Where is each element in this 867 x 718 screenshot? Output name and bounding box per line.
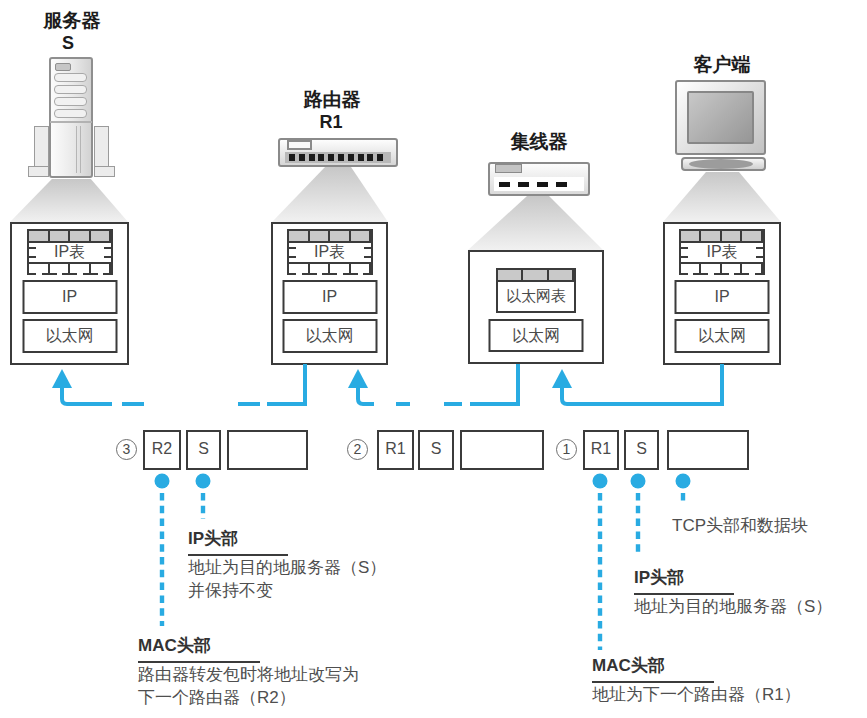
mac-header-left-title: MAC头部 bbox=[138, 634, 260, 663]
leader-dot-data1 bbox=[676, 474, 691, 489]
packet2-mac-field: R1 bbox=[377, 430, 414, 470]
flow-line-server bbox=[62, 387, 112, 404]
mac-header-right-text: 地址为下一个路由器（R1） bbox=[592, 683, 801, 706]
arrow-up-router bbox=[348, 369, 368, 388]
packet2-data-field bbox=[460, 430, 544, 470]
arrow-up-hub bbox=[552, 369, 572, 388]
ip-header-left-text: 地址为目的地服务器（S） 并保持不变 bbox=[188, 556, 386, 602]
packet2-step-number: 2 bbox=[347, 439, 368, 460]
arrow-up-server bbox=[52, 369, 72, 388]
packet1-ip-field: S bbox=[624, 430, 659, 470]
flow-line-router bbox=[358, 387, 374, 404]
packet3-step-number: 3 bbox=[116, 439, 137, 460]
packet3-ip-field: S bbox=[186, 430, 221, 470]
leader-dot-ip1 bbox=[631, 474, 646, 489]
ip-header-right-title: IP头部 bbox=[634, 566, 734, 595]
packet1-data-field bbox=[667, 430, 749, 470]
packet1-mac-field: R1 bbox=[583, 430, 619, 470]
flow-line-hub-client bbox=[562, 364, 722, 404]
mac-header-left-text: 路由器转发包时将地址改写为 下一个路由器（R2） bbox=[138, 663, 359, 709]
packet3-mac-field: R2 bbox=[143, 430, 181, 470]
ip-header-right-text: 地址为目的地服务器（S） bbox=[634, 595, 832, 618]
ip-header-left-title: IP头部 bbox=[188, 527, 288, 556]
mac-header-right-title: MAC头部 bbox=[592, 654, 714, 683]
packet3-data-field bbox=[227, 430, 308, 470]
leader-dot-mac3 bbox=[155, 474, 170, 489]
tcp-payload-label: TCP头部和数据块 bbox=[672, 514, 808, 537]
flow-arrowheads bbox=[52, 369, 691, 489]
leader-dot-ip3 bbox=[196, 474, 211, 489]
leader-dot-mac1 bbox=[593, 474, 608, 489]
packet1-step-number: 1 bbox=[556, 439, 577, 460]
packet2-ip-field: S bbox=[418, 430, 454, 470]
